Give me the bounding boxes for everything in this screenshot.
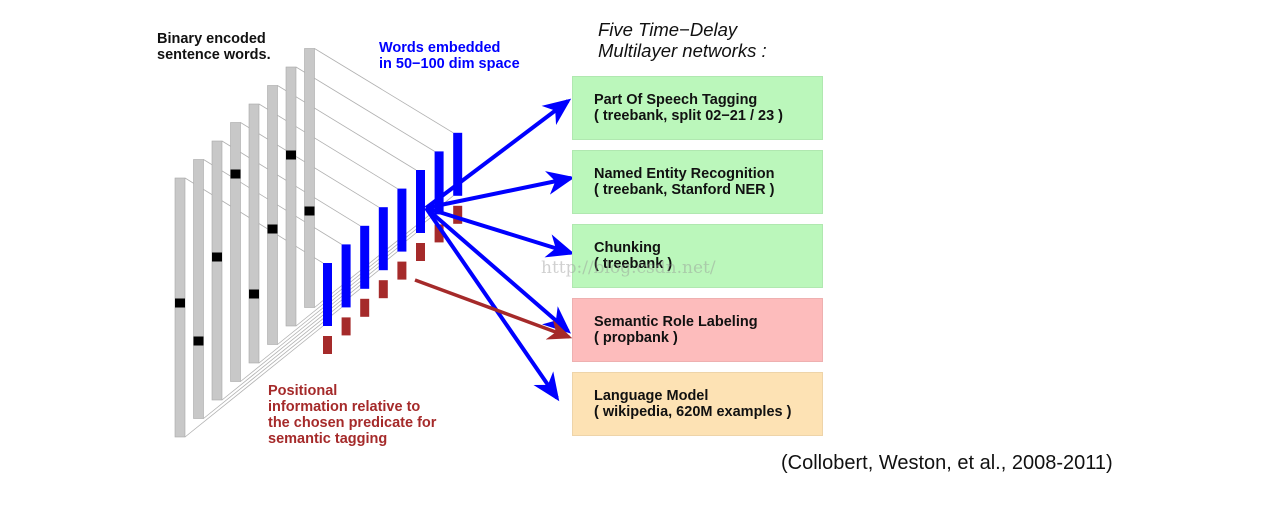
citation: (Collobert, Weston, et al., 2008-2011) xyxy=(781,452,1113,474)
connector-line xyxy=(184,325,324,438)
one-hot-square xyxy=(175,298,185,308)
word-vector-bar xyxy=(193,159,204,419)
task-name: Semantic Role Labeling xyxy=(594,314,758,330)
embedding-bar xyxy=(378,207,388,271)
networks-title: Five Time−Delay Multilayer networks : xyxy=(598,19,767,61)
task-name: Language Model xyxy=(594,388,709,404)
positional-label-line: information relative to xyxy=(268,399,421,415)
title-line: Five Time−Delay xyxy=(598,19,738,40)
binary-encoded-label: Binary encoded sentence words. xyxy=(157,31,271,63)
word-vector-bar xyxy=(267,85,278,345)
task-dataset: ( wikipedia, 620M examples ) xyxy=(594,404,792,420)
task-box-ner: Named Entity Recognition( treebank, Stan… xyxy=(572,150,823,214)
positional-label-line: semantic tagging xyxy=(268,431,388,447)
connector-line xyxy=(295,66,435,152)
position-square xyxy=(434,224,444,243)
task-dataset: ( propbank ) xyxy=(594,330,678,346)
position-square xyxy=(416,243,425,261)
embedding-bar xyxy=(360,225,370,289)
word-vector-bar xyxy=(211,140,223,401)
connector-lines xyxy=(184,48,454,438)
position-features xyxy=(323,205,463,354)
one-hot-square xyxy=(249,289,259,299)
task-arrows xyxy=(414,98,575,402)
title-line: Multilayer networks : xyxy=(598,40,767,61)
binary-label-line: Binary encoded xyxy=(157,31,266,47)
task-dataset: ( treebank, split 02−21 / 23 ) xyxy=(594,108,783,124)
one-hot-square xyxy=(212,252,222,262)
task-box-language-model: Language Model( wikipedia, 620M examples… xyxy=(572,372,823,436)
connector-line xyxy=(203,307,342,419)
position-square xyxy=(378,280,388,299)
task-box-srl: Semantic Role Labeling( propbank ) xyxy=(572,298,823,362)
connector-line xyxy=(314,48,454,134)
embedding-bar xyxy=(397,188,407,252)
embedding-bar xyxy=(323,263,332,326)
red-arrow xyxy=(414,278,573,340)
connector-line xyxy=(277,85,417,171)
connector-line xyxy=(240,269,380,382)
word-vector-bar xyxy=(304,48,315,308)
word-vector-bar xyxy=(230,122,241,382)
position-square xyxy=(453,205,463,224)
one-hot-square xyxy=(304,206,315,216)
position-square xyxy=(360,298,370,317)
blue-arrow xyxy=(424,206,572,334)
embedded-label-line: Words embedded xyxy=(379,40,501,56)
positional-info-label: Positional information relative to the c… xyxy=(268,383,436,447)
position-square xyxy=(397,261,407,280)
task-name: Chunking xyxy=(594,240,661,256)
embedding-bar xyxy=(453,132,463,196)
word-vectors xyxy=(174,48,315,438)
task-dataset: ( treebank, Stanford NER ) xyxy=(594,182,775,198)
embedding-vectors xyxy=(323,132,463,326)
words-embedded-label: Words embedded in 50−100 dim space xyxy=(379,40,520,72)
blue-arrow xyxy=(425,206,575,258)
connector-line xyxy=(258,103,398,189)
embedding-bar xyxy=(341,244,351,308)
blue-arrow xyxy=(425,171,575,210)
embedded-label-line: in 50−100 dim space xyxy=(379,56,520,72)
word-vector-bar xyxy=(285,66,297,327)
embedding-bar xyxy=(434,151,444,215)
task-box-pos: Part Of Speech Tagging( treebank, split … xyxy=(572,76,823,140)
embedding-bar xyxy=(416,170,425,233)
one-hot-square xyxy=(286,150,296,160)
word-vector-bar xyxy=(248,103,260,364)
one-hot-square xyxy=(193,336,204,346)
blue-arrow xyxy=(424,98,572,210)
position-square xyxy=(323,336,332,354)
task-name: Part Of Speech Tagging xyxy=(594,92,758,108)
binary-label-line: sentence words. xyxy=(157,47,271,63)
connector-line xyxy=(221,288,361,401)
watermark: http://blog.csdn.net/ xyxy=(541,258,716,278)
one-hot-square xyxy=(267,224,278,234)
task-dataset: ( treebank ) xyxy=(594,256,673,272)
positional-label-line: Positional xyxy=(268,383,338,399)
blue-arrow xyxy=(424,206,560,402)
positional-label-line: the chosen predicate for xyxy=(268,415,437,431)
one-hot-square xyxy=(230,169,241,179)
task-name: Named Entity Recognition xyxy=(594,166,775,182)
task-box-chunking: Chunking( treebank ) xyxy=(572,224,823,288)
position-square xyxy=(341,317,351,336)
